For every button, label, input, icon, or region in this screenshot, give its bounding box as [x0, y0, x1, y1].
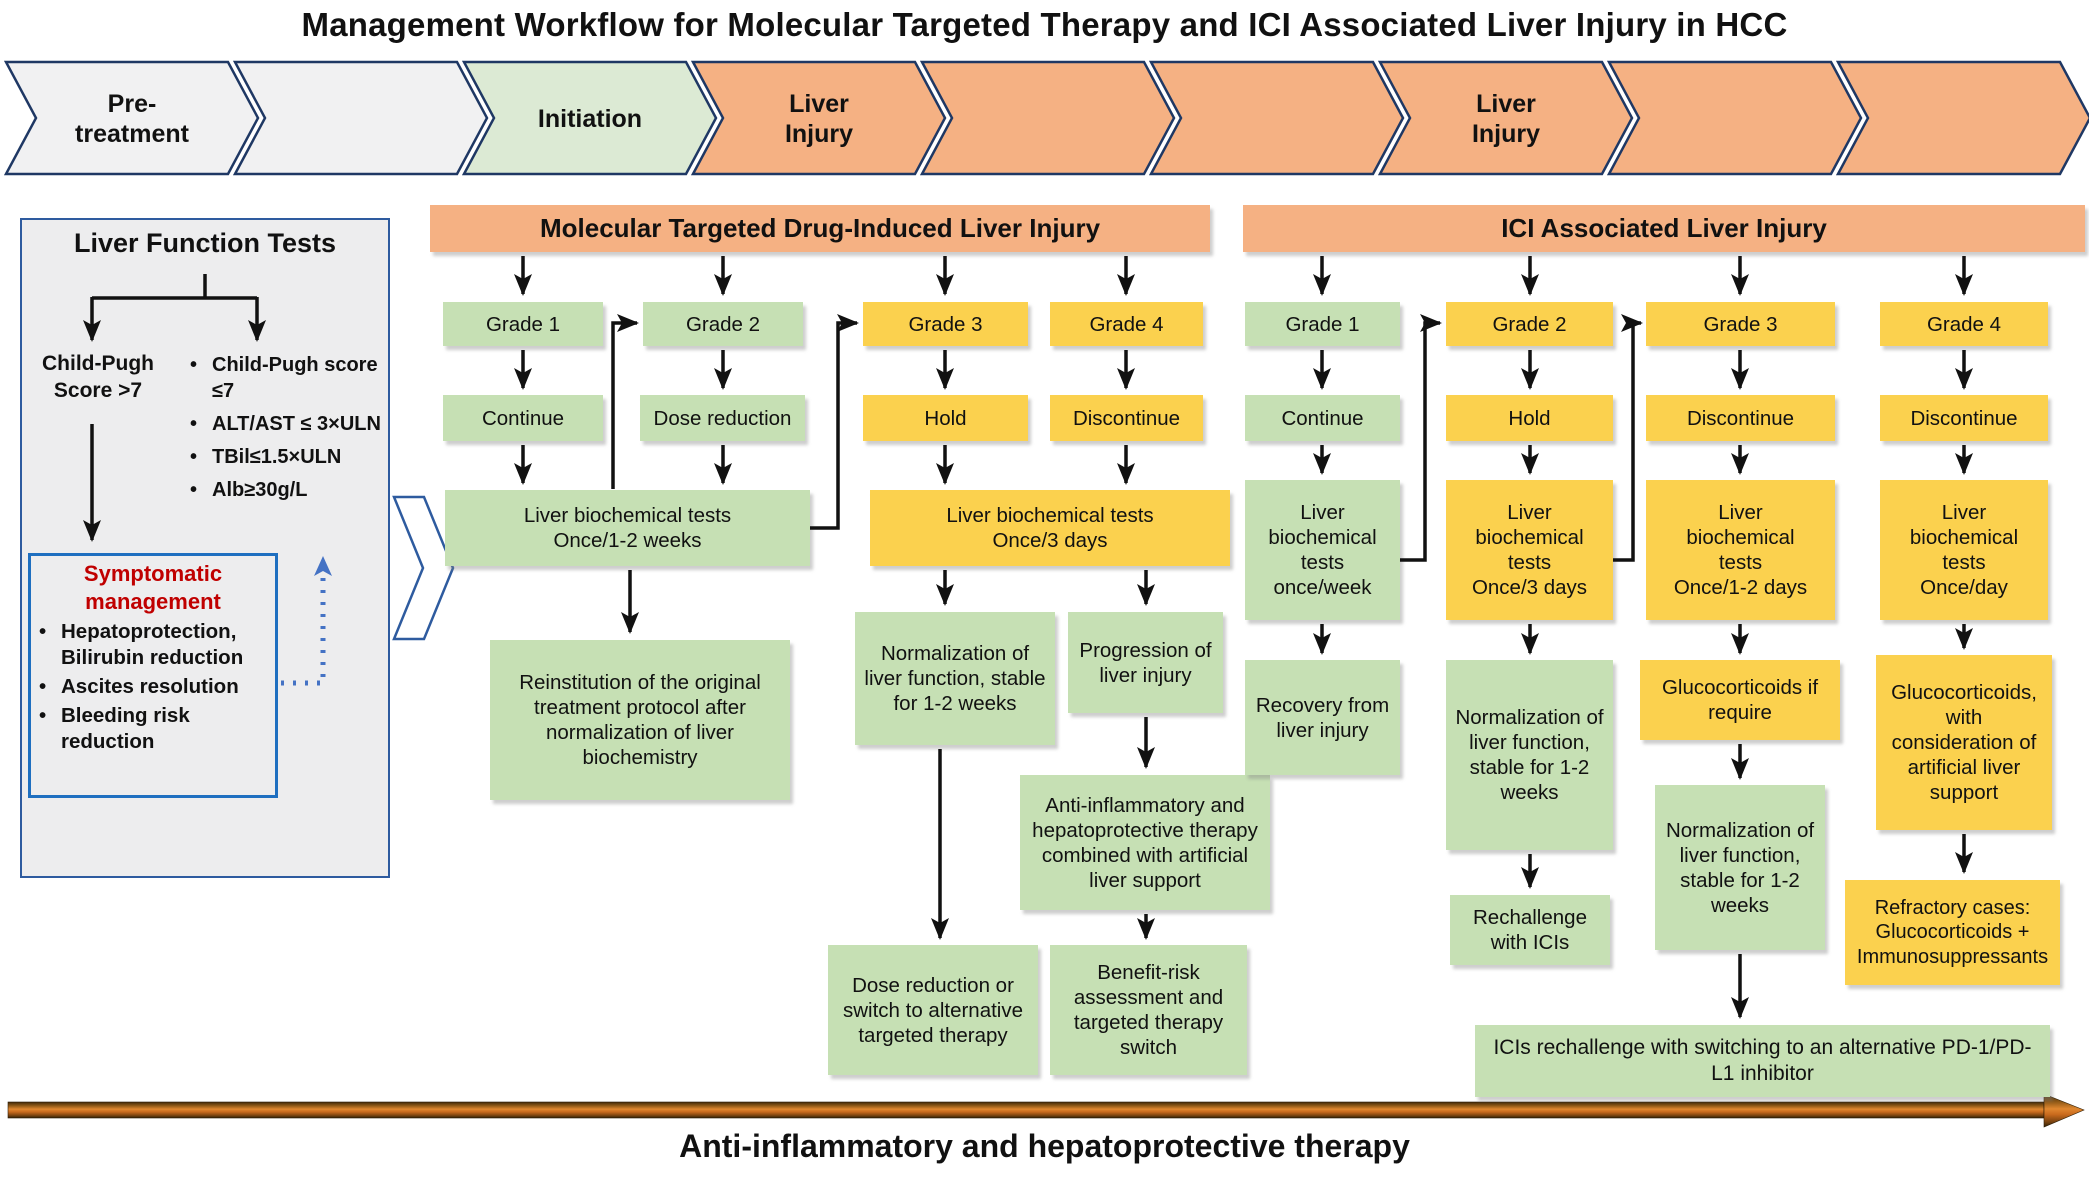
liver-function-tests-title: Liver Function Tests	[73, 228, 337, 258]
list-item: •TBil≤1.5×ULN	[190, 446, 342, 468]
mol-reinstitution-box: Reinstitution of the original treatment …	[490, 640, 790, 800]
ici-rechallenge-box: Rechallenge with ICIs	[1450, 895, 1610, 965]
bullet-icon: •	[39, 704, 47, 728]
mol-discontinue-box: Discontinue	[1050, 395, 1203, 441]
ici-grade1-box: Grade 1	[1245, 302, 1400, 346]
list-item: •Child-Pugh score ≤7	[190, 354, 378, 402]
symptomatic-management-title: Symptomatic management	[83, 561, 223, 614]
mol-anti-inflammatory-box: Anti-inflammatory and hepatoprotective t…	[1020, 775, 1270, 910]
pretreatment-criteria-list: •Child-Pugh score ≤7 •ALT/AST ≤ 3×ULN •T…	[190, 352, 390, 510]
bullet-icon: •	[39, 675, 47, 699]
ici-rechallenge-switch-box: ICIs rechallenge with switching to an al…	[1475, 1025, 2050, 1097]
ici-glucocorticoids-g3-box: Glucocorticoids if require	[1640, 660, 1840, 740]
bottom-therapy-label: Anti-inflammatory and hepatoprotective t…	[679, 1128, 1410, 1164]
chevron-blank-label	[1166, 66, 1388, 172]
ici-normalization-g3-box: Normalization of liver function, stable …	[1655, 785, 1825, 950]
list-item: •Hepatoprotection, Bilirubin reduction	[39, 619, 267, 671]
ici-continue-box: Continue	[1245, 395, 1400, 441]
ici-monitor-g1-box: Liver biochemical tests once/week	[1245, 480, 1400, 620]
mol-progression-box: Progression of liver injury	[1068, 612, 1223, 713]
molecular-section-header: Molecular Targeted Drug-Induced Liver In…	[430, 205, 1210, 252]
ici-grade2-box: Grade 2	[1446, 302, 1613, 346]
chevron-liver-injury-label: Liver Injury	[784, 89, 854, 149]
ici-monitor-g4-box: Liver biochemical tests Once/day	[1880, 480, 2048, 620]
bullet-icon: •	[190, 479, 198, 501]
ici-discontinue-g4-box: Discontinue	[1880, 395, 2048, 441]
ici-discontinue-g3-box: Discontinue	[1646, 395, 1835, 441]
bullet-icon: •	[190, 446, 198, 468]
list-item: •Ascites resolution	[39, 674, 267, 700]
chevron-blank-label	[937, 66, 1159, 172]
panel-exit-arrow	[392, 495, 455, 641]
list-item: •Alb≥30g/L	[190, 479, 308, 501]
chevron-pretreatment-label: Pre- treatment	[75, 89, 189, 149]
ici-monitor-g3-box: Liver biochemical tests Once/1-2 days	[1646, 480, 1835, 620]
mol-monitor-g34-box: Liver biochemical tests Once/3 days	[870, 490, 1230, 566]
ici-refractory-box: Refractory cases: Glucocorticoids + Immu…	[1845, 880, 2060, 985]
mol-normalization-box: Normalization of liver function, stable …	[855, 612, 1055, 745]
ici-recovery-box: Recovery from liver injury	[1245, 660, 1400, 775]
mol-continue-box: Continue	[443, 395, 603, 441]
chevron-blank-label	[1853, 66, 2075, 172]
mol-dose-switch-box: Dose reduction or switch to alternative …	[828, 945, 1038, 1075]
ici-glucocorticoids-g4-box: Glucocorticoids, with consideration of a…	[1876, 655, 2052, 830]
bullet-icon: •	[39, 620, 47, 643]
ici-section-header: ICI Associated Liver Injury	[1243, 205, 2085, 252]
mol-monitor-g12-box: Liver biochemical tests Once/1-2 weeks	[445, 490, 810, 566]
ici-grade4-box: Grade 4	[1880, 302, 2048, 346]
ici-monitor-g2-box: Liver biochemical tests Once/3 days	[1446, 480, 1613, 620]
bullet-icon: •	[190, 354, 198, 376]
chevron-initiation-label: Initiation	[537, 104, 643, 133]
mol-grade1-box: Grade 1	[443, 302, 603, 346]
chevron-blank-label	[1624, 66, 1846, 172]
mol-grade4-box: Grade 4	[1050, 302, 1203, 346]
mol-hold-box: Hold	[863, 395, 1028, 441]
chevron-liver-injury-label: Liver Injury	[1471, 89, 1541, 149]
ici-normalization-g2-box: Normalization of liver function, stable …	[1446, 660, 1613, 850]
bottom-timeline-arrow	[7, 1093, 2085, 1128]
mol-grade3-box: Grade 3	[863, 302, 1028, 346]
symptomatic-management-box: Symptomatic management •Hepatoprotection…	[28, 553, 278, 798]
chevron-blank-label	[250, 66, 472, 172]
page-title: Management Workflow for Molecular Target…	[301, 6, 1788, 43]
mol-dose-reduction-box: Dose reduction	[640, 395, 805, 441]
bullet-icon: •	[190, 413, 198, 435]
mol-benefit-risk-box: Benefit-risk assessment and targeted the…	[1050, 945, 1247, 1075]
mol-grade2-box: Grade 2	[643, 302, 803, 346]
ici-hold-box: Hold	[1446, 395, 1613, 441]
list-item: •Bleeding risk reduction	[39, 703, 267, 755]
list-item: •ALT/AST ≤ 3×ULN	[190, 413, 381, 435]
process-chevron-ribbon	[3, 60, 2089, 176]
child-pugh-high-label: Child-Pugh Score >7	[42, 352, 154, 403]
ici-grade3-box: Grade 3	[1646, 302, 1835, 346]
